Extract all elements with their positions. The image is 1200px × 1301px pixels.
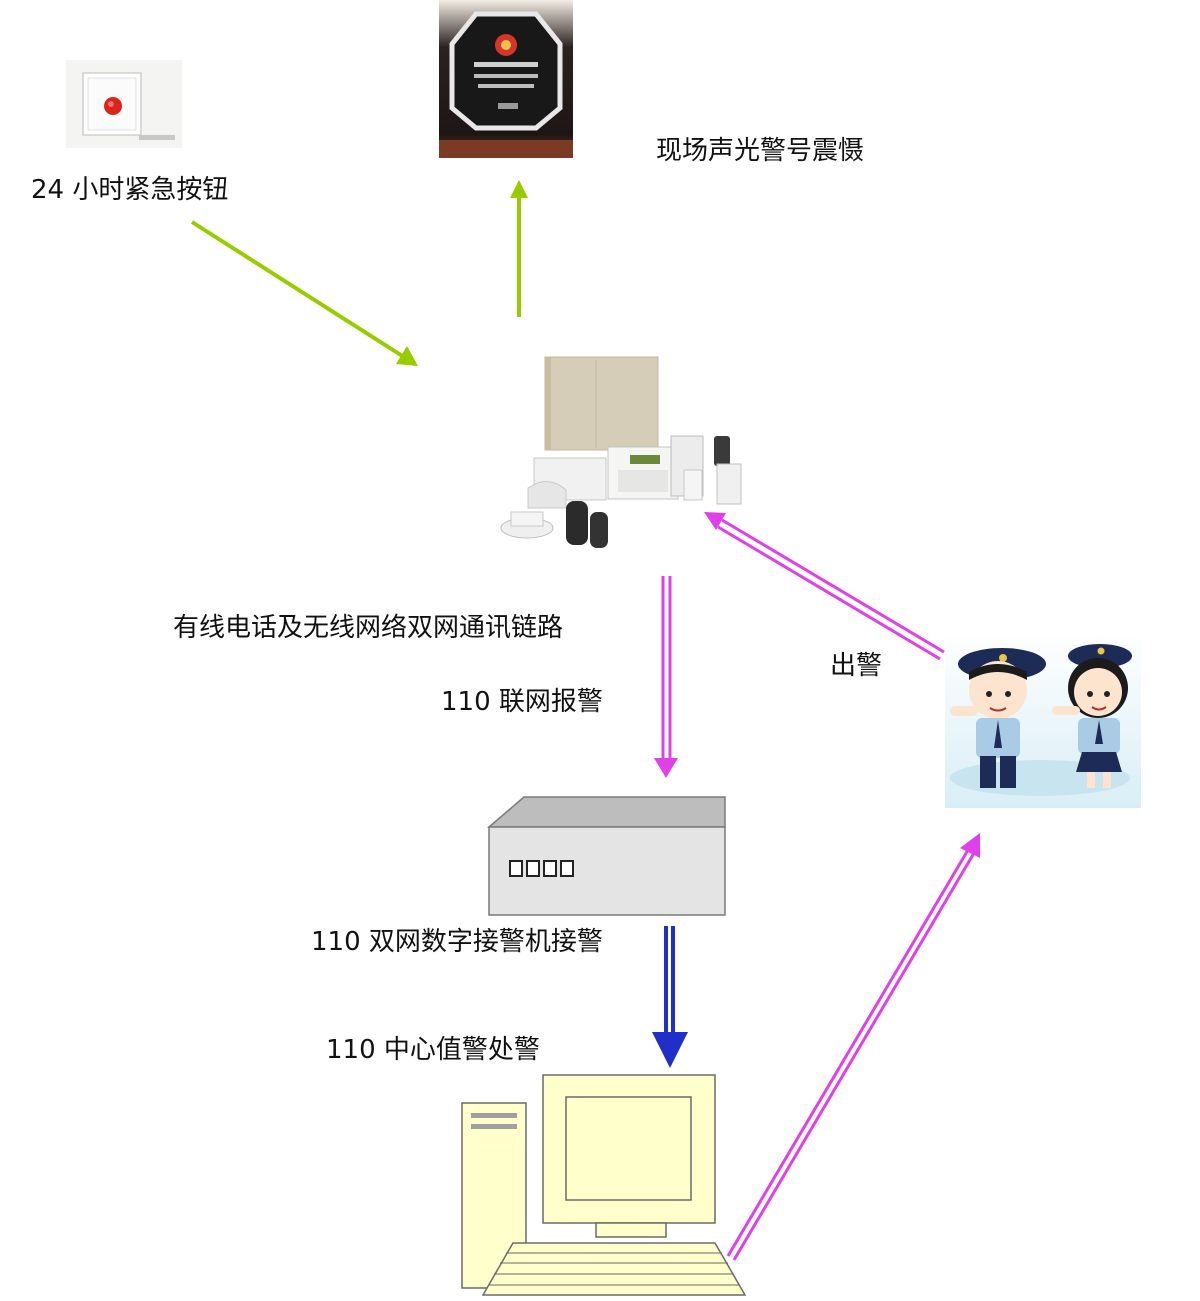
button-to-panel-arrow: [190, 220, 418, 366]
emergency-button-label: 24 小时紧急按钮: [31, 175, 229, 205]
center-label: 110 中心值警处警: [326, 1035, 540, 1065]
police-to-panel-arrow: [704, 512, 945, 661]
alarm-control-panel-icon: [500, 356, 742, 548]
dispatch-label: 出警: [830, 651, 883, 681]
network-alarm-label: 110 联网报警: [441, 687, 603, 717]
police-officers-icon: [945, 632, 1141, 808]
dual-link-label: 有线电话及无线网络双网通讯链路: [173, 613, 564, 643]
receiver-label: 110 双网数字接警机接警: [311, 927, 603, 957]
siren-label: 现场声光警号震慑: [656, 136, 865, 166]
panel-to-siren-arrow: [510, 180, 528, 317]
siren-icon: [439, 0, 573, 158]
panic-button-icon: [66, 60, 182, 148]
computer-to-police-arrow: [726, 833, 980, 1261]
panel-to-receiver-arrow: [654, 576, 678, 778]
receiver-to-computer-arrow: [652, 926, 688, 1068]
computer-icon: [461, 1074, 747, 1296]
alarm-receiver-box-icon: [486, 796, 726, 916]
